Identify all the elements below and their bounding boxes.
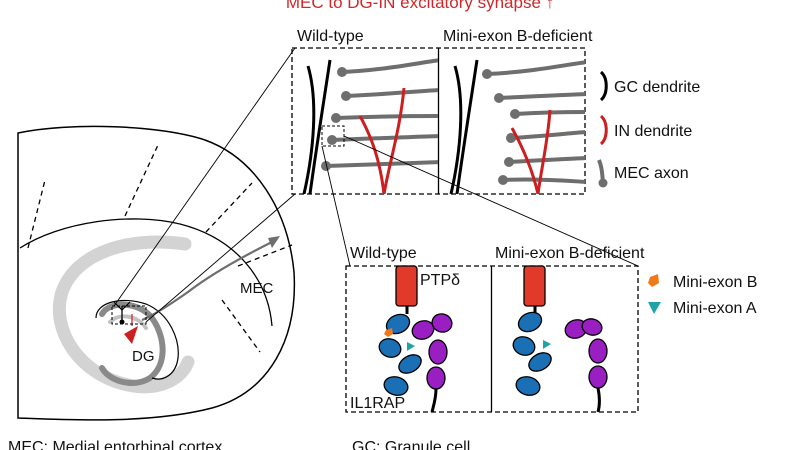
in-dendrite bbox=[358, 115, 386, 194]
mec-axon bbox=[344, 88, 438, 98]
ig-domain bbox=[398, 354, 422, 374]
in-dendrite bbox=[536, 109, 552, 194]
mec-axon bbox=[509, 130, 585, 140]
footer-right: GC: Granule cell bbox=[352, 439, 470, 450]
il1rap-stalk bbox=[430, 388, 438, 413]
ig-domain bbox=[517, 311, 543, 333]
mec-axon bbox=[334, 114, 438, 120]
top-right-synapse-panel bbox=[449, 59, 585, 194]
mini-exon-b-deficient-complex bbox=[512, 265, 608, 413]
mec-projection bbox=[141, 241, 273, 322]
dg-layer bbox=[99, 301, 166, 386]
brain-outline bbox=[17, 125, 296, 421]
mec-axon-bouton bbox=[494, 93, 504, 103]
ig-domain bbox=[512, 336, 536, 356]
mec-axon-bouton bbox=[504, 157, 514, 167]
ig-domain bbox=[385, 313, 411, 335]
bottom-right-panel-label: Mini-exon B-deficient bbox=[495, 245, 645, 262]
legend-mini-exon-b: Mini-exon B bbox=[673, 274, 757, 291]
gc-dendrite bbox=[449, 65, 463, 194]
mec-axon-bouton bbox=[510, 109, 520, 119]
dg-outline bbox=[95, 299, 179, 380]
region-border bbox=[124, 144, 159, 217]
gc-dendrite-legend-icon bbox=[599, 70, 608, 102]
zoom-line bbox=[145, 193, 296, 323]
mec-axon-bouton bbox=[337, 67, 347, 77]
region-border bbox=[221, 299, 261, 353]
mec-axon bbox=[340, 58, 438, 74]
zoom-line bbox=[321, 145, 351, 267]
il1rap-domain bbox=[428, 339, 448, 365]
in-dendrite bbox=[510, 127, 540, 194]
gc-dendrite bbox=[302, 65, 316, 194]
zoom-region-box bbox=[111, 305, 147, 325]
zoom-line bbox=[343, 135, 639, 267]
legend-mini-exon-a: Mini-exon A bbox=[673, 300, 757, 317]
mec-axon-bouton bbox=[482, 69, 492, 79]
wild-type-complex bbox=[378, 265, 453, 413]
bottom-legend: Mini-exon B Mini-exon A bbox=[648, 274, 757, 317]
top-left-panel-label: Wild-type bbox=[297, 28, 364, 45]
gc-dendrite bbox=[455, 59, 479, 194]
mec-axon-bouton bbox=[327, 135, 337, 145]
mini-exon-b-pentagon-icon bbox=[384, 328, 393, 337]
mec-axon bbox=[501, 177, 585, 184]
mec-axon bbox=[485, 60, 585, 76]
ig-domain bbox=[383, 376, 409, 396]
il1rap-stalk bbox=[596, 387, 601, 413]
inner-boundary bbox=[19, 218, 273, 327]
ptp-delta bbox=[395, 265, 418, 307]
top-legend: GC dendrite IN dendrite MEC axon bbox=[597, 70, 700, 188]
dg-inner-layer bbox=[108, 314, 148, 330]
ig-domain bbox=[515, 376, 541, 396]
mec-axon-bouton bbox=[498, 175, 508, 185]
legend-mec-axon: MEC axon bbox=[614, 165, 689, 182]
bottom-left-panel-label: Wild-type bbox=[350, 245, 417, 262]
mec-axon bbox=[324, 160, 438, 168]
mec-axon-bouton bbox=[506, 133, 516, 143]
footer-left: MEC: Medial entorhinal cortex bbox=[8, 439, 222, 450]
mec-axon bbox=[513, 110, 585, 116]
pentagon-icon bbox=[648, 274, 659, 287]
mec-axon bbox=[497, 92, 585, 100]
il1rap-label: IL1RAP bbox=[350, 395, 405, 412]
il1rap-domain bbox=[588, 338, 608, 364]
dg-label: DG bbox=[132, 348, 155, 365]
il1rap-domain bbox=[426, 366, 446, 390]
region-border bbox=[27, 179, 46, 249]
interneuron bbox=[124, 326, 138, 344]
hippocampus-band bbox=[52, 235, 195, 394]
in-dendrite-legend-icon bbox=[599, 114, 608, 146]
ig-domain bbox=[528, 352, 552, 372]
ig-domain bbox=[378, 338, 402, 358]
region-border bbox=[205, 182, 253, 233]
mec-axon-bouton bbox=[331, 113, 341, 123]
region-border bbox=[237, 244, 293, 267]
mec-axon-bouton bbox=[341, 91, 351, 101]
figure-title: MEC to DG-IN excitatory synapse ↑ bbox=[286, 0, 554, 12]
mec-axon-legend-bouton bbox=[598, 178, 608, 188]
il1rap-domain bbox=[588, 365, 608, 389]
mec-axon bbox=[330, 134, 438, 142]
zoom-line bbox=[113, 47, 296, 307]
il1rap-domain bbox=[431, 313, 453, 333]
in-dendrite bbox=[382, 87, 406, 194]
mini-exon-a-triangle-icon bbox=[407, 342, 415, 351]
ptp-delta-label: PTPδ bbox=[420, 272, 460, 289]
brain-section: MEC DG bbox=[17, 125, 296, 421]
mec-label: MEC bbox=[240, 280, 274, 297]
gc-dendrite bbox=[308, 59, 332, 194]
legend-gc-dendrite: GC dendrite bbox=[614, 79, 700, 96]
mec-axon-bouton bbox=[321, 161, 331, 171]
triangle-icon bbox=[648, 302, 661, 314]
top-right-panel-label: Mini-exon B-deficient bbox=[443, 28, 593, 45]
mini-exon-a-triangle-icon bbox=[543, 340, 551, 349]
top-left-synapse-panel bbox=[302, 58, 438, 194]
mec-axon bbox=[507, 156, 585, 164]
il1rap-domain bbox=[581, 318, 603, 336]
legend-in-dendrite: IN dendrite bbox=[614, 123, 692, 140]
mec-projection-arrowhead bbox=[268, 236, 280, 248]
ptp-delta bbox=[523, 265, 546, 307]
